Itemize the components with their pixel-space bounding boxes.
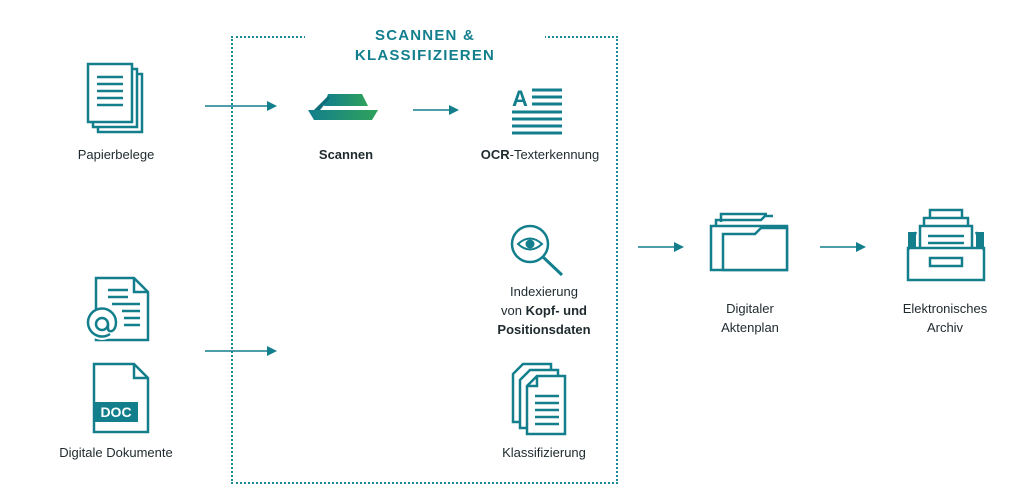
scanner-icon	[308, 94, 378, 120]
ocr-label-bold: OCR	[480, 147, 510, 162]
doc-file-icon: DOC	[92, 362, 150, 434]
arrow-scan-to-ocr	[413, 105, 459, 115]
indexierung-line2: von Kopf- und	[474, 301, 614, 320]
indexierung-line2-bold: Kopf- und	[525, 303, 587, 318]
archive-box-icon	[906, 208, 986, 282]
archiv-line1: Elektronisches	[902, 301, 988, 316]
ocr-label-rest: -Texterkennung	[509, 147, 600, 162]
aktenplan-label: Digitaler Aktenplan	[690, 299, 810, 337]
arrow-digital-to-box	[205, 346, 277, 356]
arrow-aktenplan-to-archiv	[820, 242, 866, 252]
paper-documents-icon	[86, 62, 144, 134]
ocr-text-icon: A	[512, 86, 562, 135]
indexierung-line2-prefix: von	[501, 303, 526, 318]
doc-badge: DOC	[100, 404, 131, 420]
klassifizierung-label: Klassifizierung	[502, 445, 586, 460]
archiv-label: Elektronisches Archiv	[880, 299, 1010, 337]
papierbelege-label: Papierbelege	[77, 147, 155, 162]
scannen-label: Scannen	[318, 147, 374, 162]
ocr-label: OCR-Texterkennung	[470, 145, 610, 164]
email-document-icon	[86, 276, 150, 342]
indexierung-line3: Positionsdaten	[497, 322, 591, 337]
indexierung-line1: Indexierung	[510, 284, 578, 299]
ocr-glyph: A	[512, 86, 528, 111]
archiv-line2: Archiv	[926, 320, 964, 335]
classification-documents-icon	[511, 362, 567, 436]
section-title: SCANNEN & KLASSIFIZIEREN	[305, 26, 545, 66]
indexierung-label: Indexierung von Kopf- und Positionsdaten	[474, 282, 614, 339]
aktenplan-line1: Digitaler	[726, 301, 774, 316]
magnifier-eye-icon	[510, 224, 564, 277]
arrow-paper-to-scan	[205, 101, 277, 111]
arrow-box-to-aktenplan	[638, 242, 684, 252]
aktenplan-line2: Aktenplan	[721, 320, 779, 335]
digitale-dokumente-label: Digitale Dokumente	[59, 445, 173, 460]
folders-icon	[709, 212, 789, 272]
